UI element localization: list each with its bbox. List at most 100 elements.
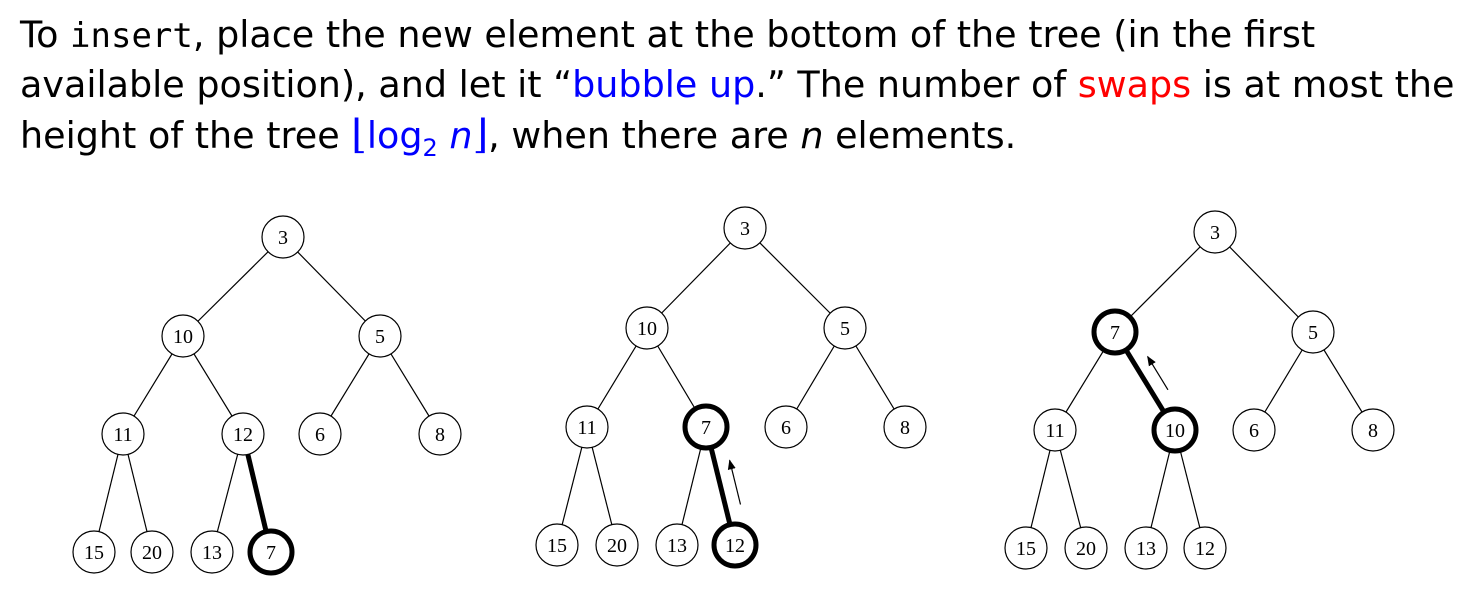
heap-node: 11 xyxy=(1033,408,1077,452)
bubble-up-arrow xyxy=(1147,355,1169,391)
heap-node: 5 xyxy=(1291,310,1335,354)
log-symbol: log xyxy=(366,114,423,157)
node-value: 12 xyxy=(1195,538,1215,560)
node-value: 10 xyxy=(637,318,657,340)
node-value: 5 xyxy=(1308,322,1318,344)
heap-node: 13 xyxy=(190,530,234,574)
n-variable: n xyxy=(800,114,824,157)
node-circle xyxy=(261,215,305,259)
node-value: 8 xyxy=(900,417,910,439)
node-value: 20 xyxy=(1076,538,1096,560)
node-circle xyxy=(1151,406,1199,454)
description-line-1: To insert, place the new element at the … xyxy=(20,10,1460,60)
node-circle xyxy=(1124,526,1168,570)
text-segment: To xyxy=(20,13,71,56)
left-floor-symbol: ⌊ xyxy=(351,112,367,158)
heap-node: 20 xyxy=(595,523,639,567)
node-value: 10 xyxy=(1165,420,1185,442)
highlighted-heap-node: 7 xyxy=(682,403,730,451)
node-circle xyxy=(682,403,730,451)
node-circle xyxy=(764,405,808,449)
heap-node: 8 xyxy=(883,405,927,449)
node-circle xyxy=(1232,408,1276,452)
heap-node: 20 xyxy=(130,530,174,574)
node-value: 13 xyxy=(202,542,222,564)
log-argument: n xyxy=(437,114,473,157)
bubble-up-arrow xyxy=(727,459,742,505)
heap-node: 11 xyxy=(101,412,145,456)
text-segment: .” The number of xyxy=(755,63,1078,106)
node-circle xyxy=(595,523,639,567)
node-circle xyxy=(1193,210,1237,254)
heap-node: 20 xyxy=(1064,526,1108,570)
heap-node: 10 xyxy=(161,314,205,358)
node-circle xyxy=(101,412,145,456)
swaps-term: swaps xyxy=(1077,63,1192,106)
right-floor-symbol: ⌋ xyxy=(472,112,489,158)
node-circle xyxy=(723,206,767,250)
node-circle xyxy=(1091,308,1139,356)
node-value: 12 xyxy=(233,424,253,446)
node-value: 8 xyxy=(1368,420,1378,442)
heap-node: 15 xyxy=(535,523,579,567)
heap-node: 5 xyxy=(823,306,867,350)
node-value: 3 xyxy=(740,218,750,240)
node-circle xyxy=(883,405,927,449)
node-circle xyxy=(1004,526,1048,570)
highlighted-heap-node: 7 xyxy=(1091,308,1139,356)
heap-node: 12 xyxy=(221,412,265,456)
node-circle xyxy=(565,405,609,449)
node-circle xyxy=(655,523,699,567)
node-value: 15 xyxy=(547,535,567,557)
node-value: 20 xyxy=(607,535,627,557)
node-value: 5 xyxy=(840,318,850,340)
node-value: 6 xyxy=(1249,420,1259,442)
heap-node: 6 xyxy=(764,405,808,449)
node-circle xyxy=(1351,408,1395,452)
text-segment: , place the new element at the bottom of… xyxy=(192,13,1316,56)
heap-node: 15 xyxy=(1004,526,1048,570)
node-value: 11 xyxy=(1045,420,1064,442)
node-circle xyxy=(823,306,867,350)
node-value: 5 xyxy=(375,326,385,348)
heap-node: 5 xyxy=(358,314,402,358)
node-circle xyxy=(1291,310,1335,354)
text-segment: available position), and let it “ xyxy=(20,63,573,106)
description-text: To insert, place the new element at the … xyxy=(20,10,1460,162)
node-value: 7 xyxy=(701,417,711,439)
node-value: 7 xyxy=(266,542,276,564)
text-segment: height of the tree xyxy=(20,114,352,157)
heap-node: 13 xyxy=(1124,526,1168,570)
highlighted-heap-node: 7 xyxy=(247,528,295,576)
tree-edge xyxy=(182,236,284,337)
node-value: 11 xyxy=(113,424,132,446)
tree-edge xyxy=(646,227,746,329)
tree-edge xyxy=(282,236,381,337)
node-circle xyxy=(190,530,234,574)
tree-edge xyxy=(744,227,846,329)
node-circle xyxy=(247,528,295,576)
node-value: 10 xyxy=(173,326,193,348)
log-base: 2 xyxy=(422,134,438,162)
node-circle xyxy=(711,521,759,569)
node-value: 6 xyxy=(315,424,325,446)
heap-node: 8 xyxy=(1351,408,1395,452)
heap-node: 15 xyxy=(72,530,116,574)
text-segment: , when there are xyxy=(488,114,801,157)
description-line-2: available position), and let it “bubble … xyxy=(20,60,1460,110)
node-circle xyxy=(221,412,265,456)
heap-node: 11 xyxy=(565,405,609,449)
node-circle xyxy=(130,530,174,574)
heap-node: 12 xyxy=(1183,526,1227,570)
node-value: 7 xyxy=(1110,322,1120,344)
highlighted-heap-node: 12 xyxy=(711,521,759,569)
heap-node: 10 xyxy=(625,306,669,350)
node-circle xyxy=(161,314,205,358)
node-circle xyxy=(535,523,579,567)
description-line-3: height of the tree ⌊log2 n⌋, when there … xyxy=(20,110,1460,162)
heap-node: 6 xyxy=(1232,408,1276,452)
